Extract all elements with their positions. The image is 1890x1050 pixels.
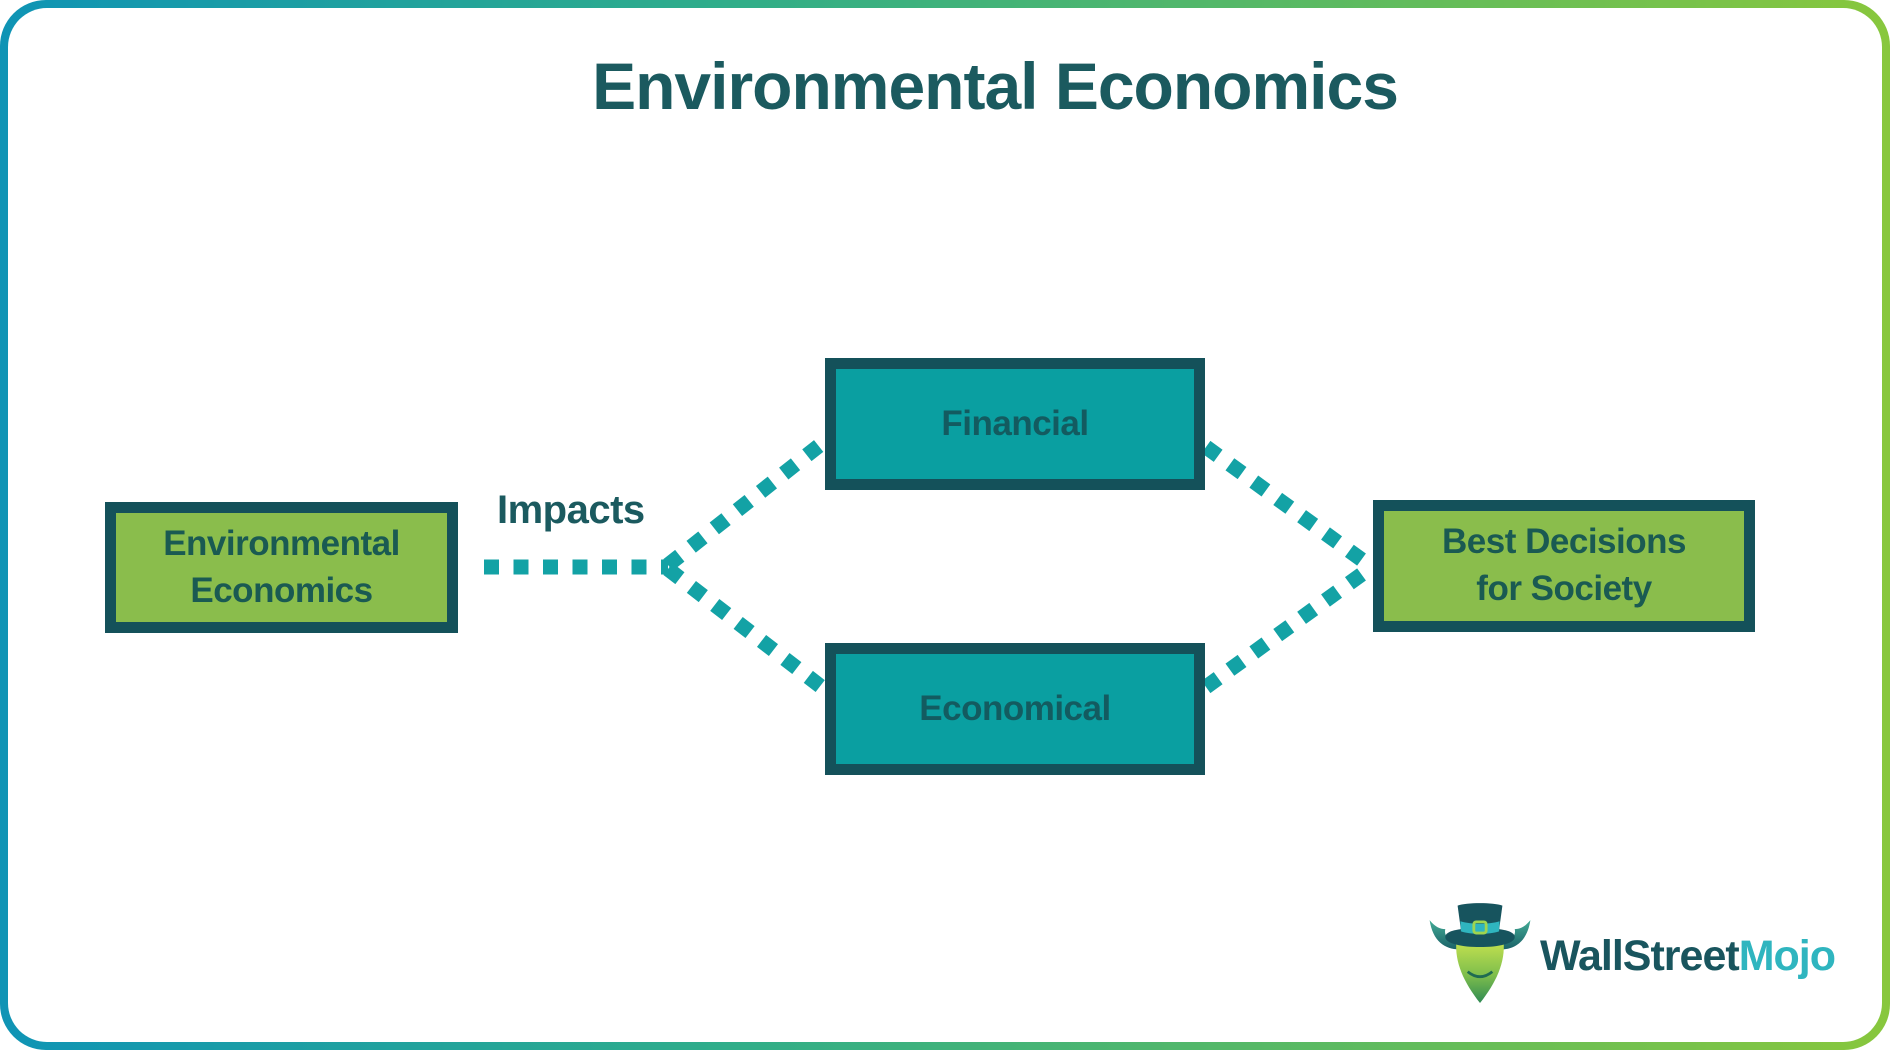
logo-wordmark-mojo: Mojo	[1738, 931, 1836, 980]
page-title: Environmental Economics	[592, 49, 1399, 123]
bull-mascot-icon	[1429, 903, 1531, 1004]
hat-buckle	[1472, 920, 1488, 935]
node-best-decisions-for-society: Best Decisions for Society	[1373, 500, 1755, 632]
bull-face	[1456, 940, 1504, 1004]
hat-brim	[1445, 928, 1515, 948]
node-label: Financial	[941, 403, 1089, 443]
logo-wordmark-wallstreet: WallStreet	[1540, 931, 1740, 980]
node-environmental-economics: Environmental Economics	[105, 502, 458, 633]
bull-mouth	[1466, 970, 1494, 979]
node-economical: Economical	[825, 643, 1205, 775]
impacts-label: Impacts	[497, 488, 645, 532]
node-label: Economical	[919, 688, 1111, 728]
hat-band	[1460, 921, 1500, 934]
node-label: Best Decisions for Society	[1442, 522, 1686, 608]
logo-wordmark: WallStreetMojo	[1540, 931, 1836, 981]
node-financial: Financial	[825, 358, 1205, 490]
node-label: Environmental Economics	[163, 523, 400, 610]
wallstreetmojo-logo: WallStreetMojo	[1424, 900, 1836, 1012]
